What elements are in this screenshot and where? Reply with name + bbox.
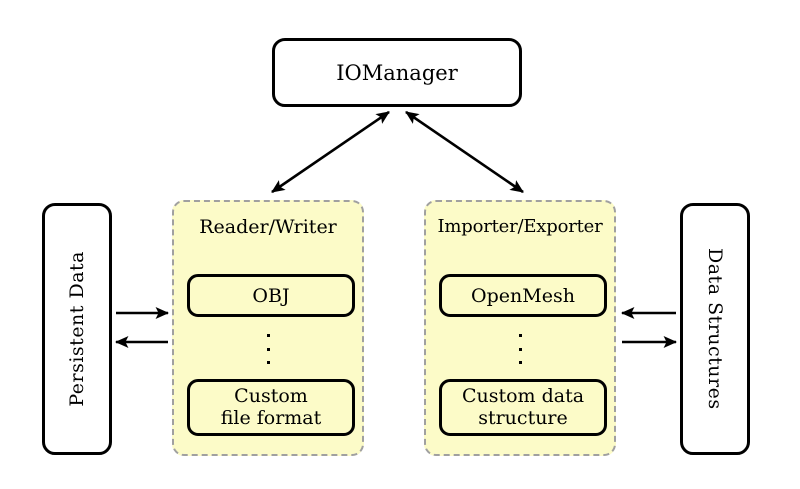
ellipsis-dot: [266, 334, 270, 337]
importerexporter-item-custom-data-structure[interactable]: Custom data structure: [439, 379, 607, 436]
importerexporter-group[interactable]: Importer/Exporter OpenMesh Custom data s…: [424, 200, 616, 456]
readerwriter-group-title: Reader/Writer: [199, 216, 337, 238]
ellipsis-dot: [518, 347, 522, 351]
ellipsis-dot: [266, 347, 270, 351]
arrow-iomanager-readerwriter: [271, 110, 390, 194]
importerexporter-ellipsis: [426, 334, 614, 364]
iomanager-label: IOManager: [336, 60, 458, 85]
data-structures-node[interactable]: Data Structures: [680, 203, 750, 455]
data-structures-label: Data Structures: [704, 248, 726, 410]
persistent-data-label: Persistent Data: [66, 251, 88, 407]
label-line-1: Custom data: [461, 384, 585, 407]
importerexporter-item-custom-data-structure-label: Custom data structure: [461, 384, 585, 430]
readerwriter-item-obj[interactable]: OBJ: [187, 274, 355, 317]
ellipsis-dot: [266, 361, 270, 364]
ellipsis-dot: [518, 334, 522, 337]
label-line-2: structure: [478, 406, 568, 429]
importerexporter-item-openmesh[interactable]: OpenMesh: [439, 274, 607, 317]
readerwriter-group[interactable]: Reader/Writer OBJ Custom file format: [172, 200, 364, 456]
persistent-data-node[interactable]: Persistent Data: [42, 203, 112, 455]
readerwriter-item-custom-file-format[interactable]: Custom file format: [187, 379, 355, 436]
arrow-iomanager-importerexporter: [405, 110, 524, 194]
readerwriter-item-obj-label: OBJ: [252, 284, 290, 307]
readerwriter-ellipsis: [174, 334, 362, 364]
importerexporter-item-openmesh-label: OpenMesh: [471, 284, 575, 307]
iomanager-node[interactable]: IOManager: [272, 38, 522, 107]
label-line-1: Custom: [234, 384, 308, 407]
ellipsis-dot: [518, 361, 522, 364]
label-line-2: file format: [220, 406, 322, 429]
importerexporter-group-title: Importer/Exporter: [437, 216, 603, 237]
readerwriter-item-custom-file-format-label: Custom file format: [220, 384, 322, 430]
